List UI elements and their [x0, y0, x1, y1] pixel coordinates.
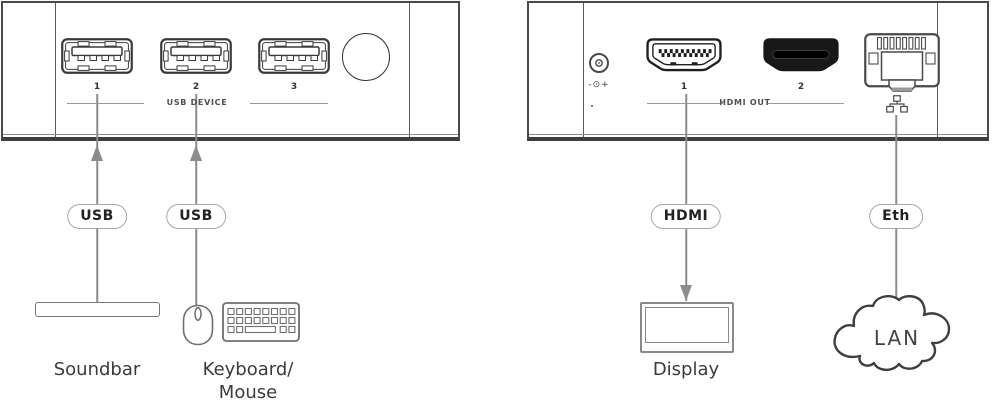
mouse-icon: [182, 304, 214, 346]
group-bracket-line: [67, 103, 144, 104]
panel-seam: [583, 3, 584, 137]
usb2-cable-line: [195, 94, 197, 312]
display-icon: [640, 302, 734, 353]
dc-power-jack-icon: [589, 53, 609, 73]
usb2-tag-pill: USB: [166, 204, 226, 229]
keyboard-label-line1: Keyboard/: [202, 359, 294, 380]
hdmi-arrowhead-icon: [680, 285, 692, 301]
hdmi-port-1-icon: [646, 38, 722, 72]
circle-button: [342, 33, 390, 81]
usb-port-3-icon: [258, 38, 330, 74]
group-bracket-line: [647, 103, 723, 104]
group-bracket-line: [768, 103, 844, 104]
usb-device-group-label: USB DEVICE: [166, 98, 228, 107]
hdmi-tag-pill: HDMI: [650, 204, 722, 229]
lan-cloud-icon: [833, 294, 951, 372]
hdmi-port-number: 2: [797, 82, 805, 92]
usb2-arrowhead-icon: [190, 145, 202, 161]
usb-port-number: 1: [93, 82, 101, 92]
panel-marking-dot: [591, 105, 593, 107]
keyboard-label-line2: Mouse: [218, 382, 278, 400]
hdmi-port-2-icon: [763, 38, 839, 72]
hdmi-out-group-label: HDMI OUT: [719, 98, 771, 107]
soundbar-label: Soundbar: [53, 359, 141, 380]
soundbar-icon: [35, 302, 160, 317]
usb-port-number: 2: [192, 82, 200, 92]
display-screen: [645, 307, 729, 343]
hdmi-cable-line: [685, 94, 687, 301]
usb1-tag-pill: USB: [67, 204, 127, 229]
usb-port-1-icon: [61, 38, 133, 74]
usb-port-number: 3: [290, 82, 298, 92]
usb1-arrowhead-icon: [91, 145, 103, 161]
display-label: Display: [652, 359, 720, 380]
dc-polarity-label: -⊙+: [588, 80, 610, 90]
lan-label: LAN: [873, 326, 921, 350]
panel-seam: [55, 3, 56, 137]
panel-seam: [409, 3, 410, 137]
usb1-cable-line: [96, 94, 98, 302]
network-icon: [886, 95, 908, 113]
keyboard-icon: [222, 302, 300, 342]
group-bracket-line: [250, 103, 328, 104]
usb-port-2-icon: [160, 38, 232, 74]
eth-tag-pill: Eth: [869, 204, 923, 229]
ethernet-port-icon: [864, 33, 940, 92]
hdmi-port-number: 1: [680, 82, 688, 92]
